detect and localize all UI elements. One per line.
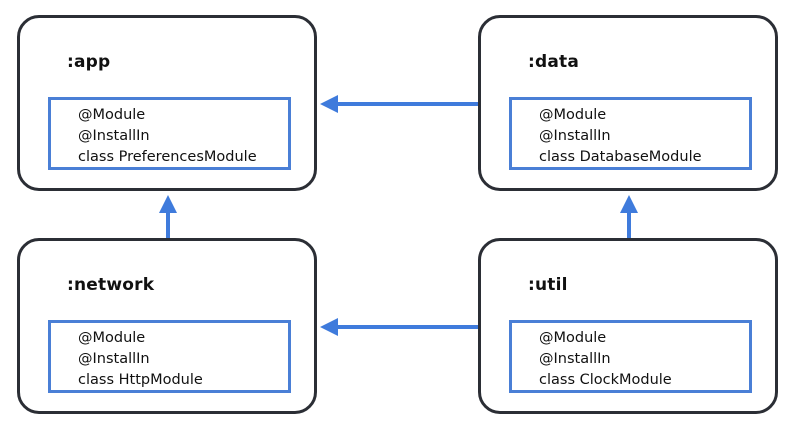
module-util-annotation-module: @Module	[539, 330, 607, 346]
module-util-annotation-installin: @InstallIn	[539, 351, 611, 367]
arrow-util-to-network	[320, 318, 478, 336]
module-app-box: :app @Module @InstallIn class Preference…	[17, 15, 317, 191]
module-data-class-declaration: class DatabaseModule	[539, 149, 702, 165]
module-data-code-box: @Module @InstallIn class DatabaseModule	[509, 97, 752, 170]
module-app-annotation-installin: @InstallIn	[78, 128, 150, 144]
module-app-annotation-module: @Module	[78, 107, 146, 123]
module-network-code-box: @Module @InstallIn class HttpModule	[48, 320, 291, 393]
module-data-title: :data	[528, 52, 580, 72]
module-app-title: :app	[67, 52, 111, 72]
module-network-annotation-installin: @InstallIn	[78, 351, 150, 367]
module-app-class-declaration: class PreferencesModule	[78, 149, 257, 165]
module-network-box: :network @Module @InstallIn class HttpMo…	[17, 238, 317, 414]
module-network-title: :network	[67, 275, 155, 295]
arrow-util-to-data	[620, 195, 638, 238]
module-util-class-declaration: class ClockModule	[539, 372, 672, 388]
module-app-code-box: @Module @InstallIn class PreferencesModu…	[48, 97, 291, 170]
module-util-code-box: @Module @InstallIn class ClockModule	[509, 320, 752, 393]
arrow-data-to-app	[320, 95, 478, 113]
arrow-network-to-app	[159, 195, 177, 238]
module-util-title: :util	[528, 275, 568, 295]
module-network-annotation-module: @Module	[78, 330, 146, 346]
module-network-class-declaration: class HttpModule	[78, 372, 203, 388]
module-data-annotation-module: @Module	[539, 107, 607, 123]
module-data-box: :data @Module @InstallIn class DatabaseM…	[478, 15, 778, 191]
module-util-box: :util @Module @InstallIn class ClockModu…	[478, 238, 778, 414]
module-data-annotation-installin: @InstallIn	[539, 128, 611, 144]
